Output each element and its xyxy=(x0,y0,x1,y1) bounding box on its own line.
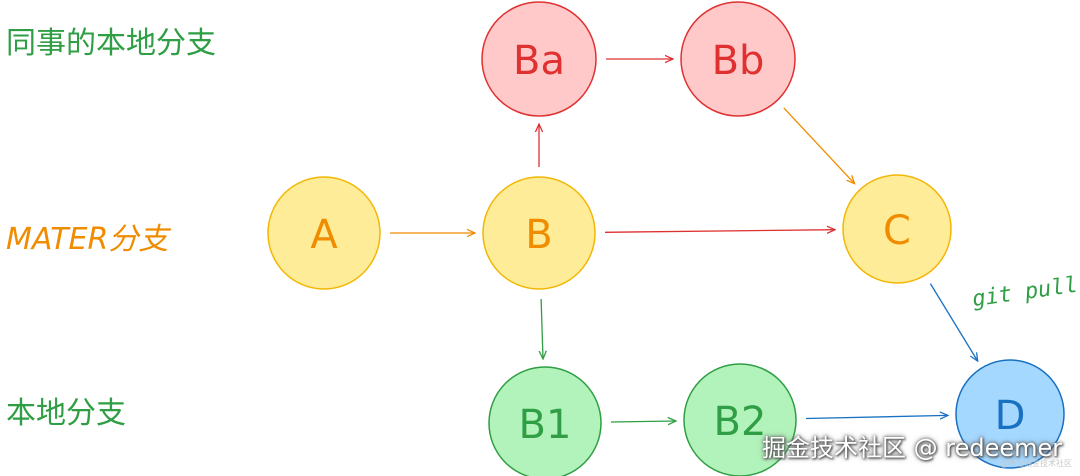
node-circle-Ba xyxy=(481,1,597,117)
node-circle-B xyxy=(482,176,596,290)
master-branch-label: MATER分支 xyxy=(6,222,169,257)
edge-B-to-C xyxy=(604,230,835,233)
edge-B1-to-B2 xyxy=(610,421,676,422)
edge-B2-to-D xyxy=(805,415,948,418)
edge-Bb-to-C xyxy=(783,107,855,184)
edge-C-to-D xyxy=(929,283,977,362)
node-A: A xyxy=(267,176,381,290)
watermark: 掘金技术社区 @ redeemer xyxy=(762,434,1063,462)
node-circle-D xyxy=(955,359,1065,469)
node-label-B1: B1 xyxy=(519,402,572,448)
node-Bb: Bb xyxy=(680,1,796,117)
node-label-D: D xyxy=(995,393,1026,439)
node-label-Bb: Bb xyxy=(712,38,765,84)
node-label-C: C xyxy=(883,208,911,254)
node-circle-C xyxy=(842,174,952,284)
node-circle-A xyxy=(267,176,381,290)
node-label-B2: B2 xyxy=(714,399,767,445)
node-B1: B1 xyxy=(488,366,602,476)
node-circle-Bb xyxy=(680,1,796,117)
node-label-B: B xyxy=(525,212,552,258)
node-label-A: A xyxy=(310,212,338,258)
local-branch-label: 本地分支 xyxy=(6,396,126,431)
node-Ba: Ba xyxy=(481,1,597,117)
node-circle-B1 xyxy=(488,366,602,476)
node-label-Ba: Ba xyxy=(513,38,565,84)
node-B: B xyxy=(482,176,596,290)
coworker-branch-label: 同事的本地分支 xyxy=(6,26,216,61)
node-D: D xyxy=(955,359,1065,469)
edges-layer xyxy=(390,59,978,422)
node-C: C xyxy=(842,174,952,284)
edge-B-to-B1 xyxy=(541,298,543,359)
node-B2: B2 xyxy=(683,363,797,476)
watermark-small: @稀土掘金技术社区 xyxy=(1000,459,1072,468)
node-circle-B2 xyxy=(683,363,797,476)
